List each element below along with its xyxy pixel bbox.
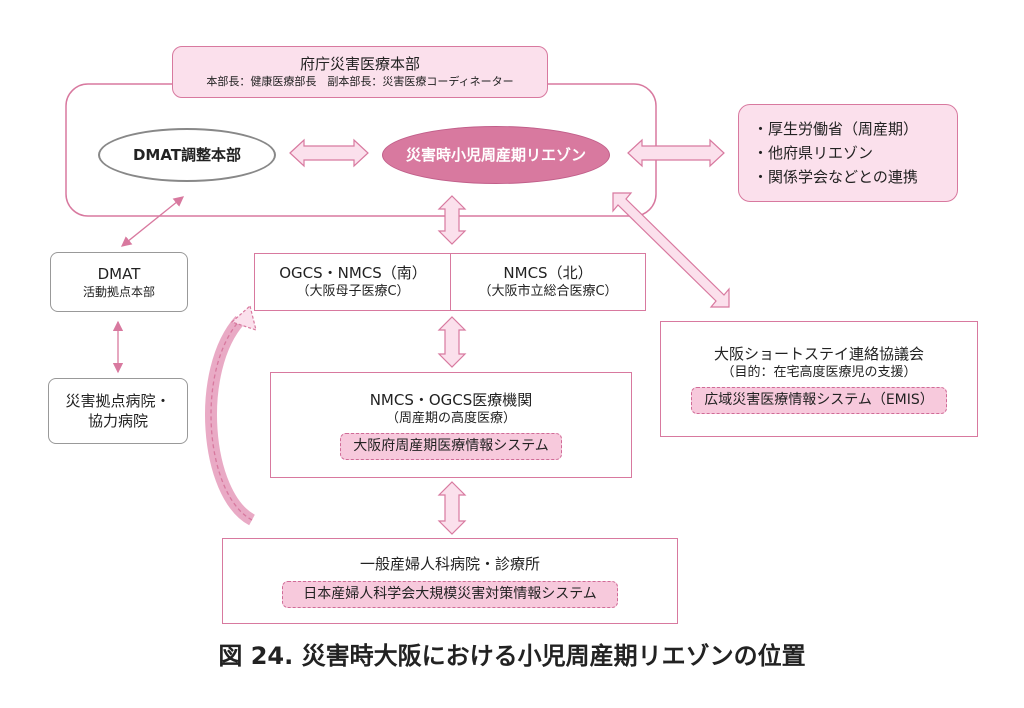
nmcs-north-line1: NMCS（北） <box>503 264 593 283</box>
arrow-dmat-liaison <box>289 138 369 168</box>
arrow-ogcs-institutions <box>437 316 467 368</box>
short-stay-line2: （目的：在宅高度医療児の支援） <box>721 364 917 380</box>
figure-caption-box: 図 24. 災害時大阪における小児周産期リエゾンの位置 <box>0 636 1024 676</box>
hq-subtitle: 本部長：健康医療部長 副本部長：災害医療コーディネーター <box>206 74 514 88</box>
liaison-label: 災害時小児周産期リエゾン <box>405 145 586 164</box>
dmat-base-line2: 活動拠点本部 <box>82 285 155 300</box>
dmat-base-line1: DMAT <box>97 264 141 283</box>
hq-title: 府庁災害医療本部 <box>299 55 420 74</box>
ogcs-south-line1: OGCS・NMCS（南） <box>279 264 427 283</box>
short-stay-line1: 大阪ショートステイ連絡協議会 <box>713 344 924 363</box>
institutions-line1: NMCS・OGCS医療機関 <box>369 390 533 409</box>
dmat-hq-label: DMAT調整本部 <box>132 145 242 164</box>
disaster-hosp-box: 災害拠点病院・ 協力病院 <box>48 378 188 444</box>
liaison-node: 災害時小児周産期リエゾン <box>382 126 610 184</box>
institutions-line2: （周産期の高度医療） <box>385 410 516 426</box>
external-box: ・厚生労働省（周産期） ・他府県リエゾン ・関係学会などとの連携 <box>738 104 958 202</box>
arrow-general-ogcs-curve <box>205 315 256 526</box>
external-item-3: ・関係学会などとの連携 <box>753 168 918 186</box>
nmcs-north-box: NMCS（北） （大阪市立総合医療C） <box>450 253 646 311</box>
dmat-hq-node: DMAT調整本部 <box>98 128 276 182</box>
institutions-system: 大阪府周産期医療情報システム <box>340 433 562 461</box>
institutions-box: NMCS・OGCS医療機関 （周産期の高度医療） 大阪府周産期医療情報システム <box>270 372 632 478</box>
ogcs-south-box: OGCS・NMCS（南） （大阪母子医療C） <box>254 253 452 311</box>
short-stay-system: 広域災害医療情報システム（EMIS） <box>691 387 947 415</box>
arrow-general-ogcs-curve-outline <box>210 319 253 521</box>
arrow-institutions-general <box>437 481 467 535</box>
nmcs-north-line2: （大阪市立総合医療C） <box>478 284 618 300</box>
general-system: 日本産婦人科学会大規模災害対策情報システム <box>282 580 618 608</box>
general-line1: 一般産婦人科病院・診療所 <box>359 555 540 574</box>
ogcs-south-line2: （大阪母子医療C） <box>296 284 410 300</box>
external-item-1: ・厚生労働省（周産期） <box>753 120 919 138</box>
disaster-hosp-line1: 災害拠点病院・ <box>65 391 171 410</box>
arrow-liaison-shortstay <box>612 192 730 308</box>
general-box: 一般産婦人科病院・診療所 日本産婦人科学会大規模災害対策情報システム <box>222 538 678 624</box>
arrow-general-ogcs-head <box>230 304 257 331</box>
arrow-liaison-ogcs <box>437 195 467 245</box>
disaster-hosp-line2: 協力病院 <box>87 412 148 430</box>
arrow-liaison-external <box>627 138 725 168</box>
short-stay-box: 大阪ショートステイ連絡協議会 （目的：在宅高度医療児の支援） 広域災害医療情報シ… <box>660 321 978 437</box>
external-item-2: ・他府県リエゾン <box>753 144 874 162</box>
line-dmat-base <box>120 196 185 247</box>
dmat-base-box: DMAT 活動拠点本部 <box>50 252 188 312</box>
hq-title-box: 府庁災害医療本部 本部長：健康医療部長 副本部長：災害医療コーディネーター <box>172 46 548 98</box>
figure-caption: 図 24. 災害時大阪における小児周産期リエゾンの位置 <box>218 641 806 670</box>
